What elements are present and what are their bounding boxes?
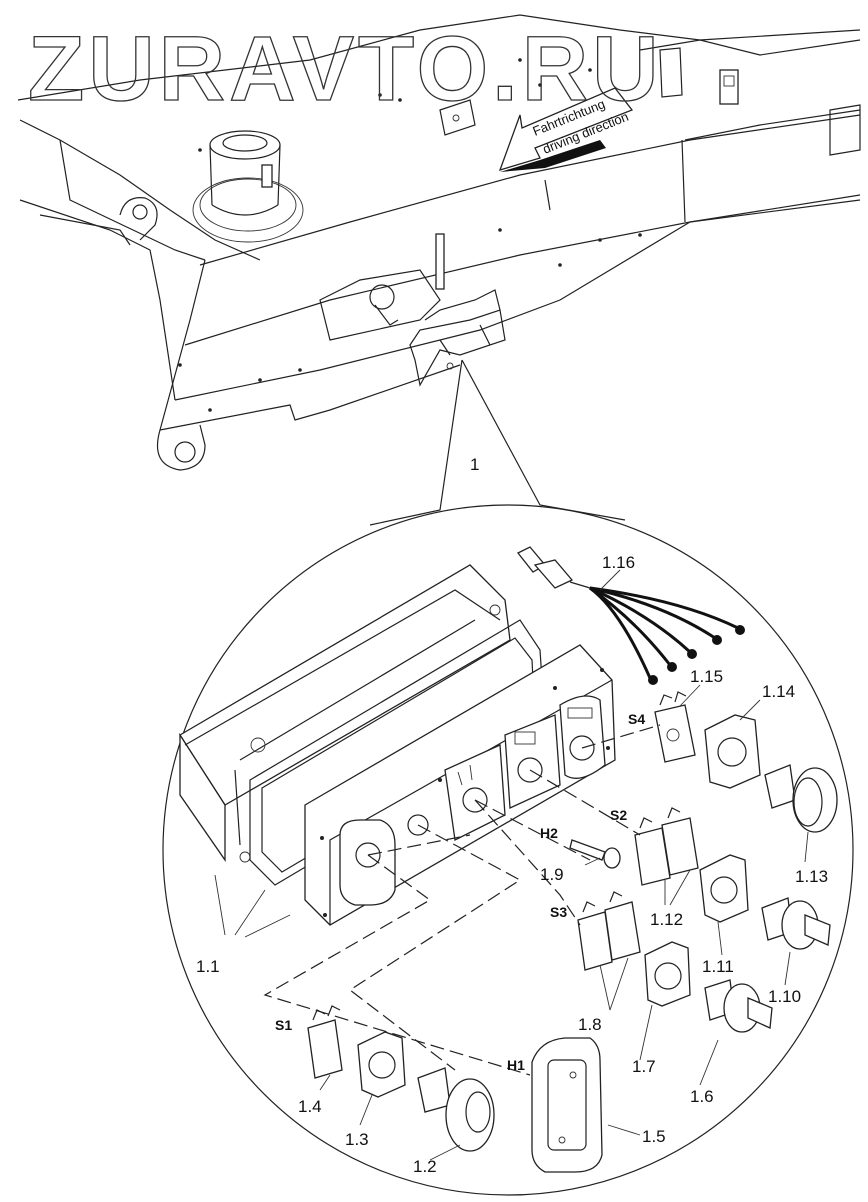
watermark-text: ZURAVTO.RU bbox=[28, 18, 663, 120]
designator-h1: H1 bbox=[507, 1057, 525, 1073]
callout-1-16: 1.16 bbox=[602, 553, 635, 572]
assembly-callout: 1 bbox=[369, 359, 626, 526]
selector-switch-1-6 bbox=[704, 979, 773, 1033]
callout-1-2: 1.2 bbox=[413, 1157, 437, 1176]
callout-1-12: 1.12 bbox=[650, 910, 683, 929]
callout-1-4: 1.4 bbox=[298, 1097, 322, 1116]
contact-block-s4 bbox=[654, 691, 696, 763]
lamp-h2 bbox=[569, 839, 621, 869]
callout-labels: 1.16 1.15 1.14 1.13 1.12 1.11 1.10 1.9 1… bbox=[196, 553, 828, 1176]
callout-1-3: 1.3 bbox=[345, 1130, 369, 1149]
front-panel bbox=[304, 644, 616, 926]
selector-switch-1-10 bbox=[761, 897, 831, 950]
holder-1-7 bbox=[644, 941, 691, 1007]
callout-1-6: 1.6 bbox=[690, 1087, 714, 1106]
callout-1-13: 1.13 bbox=[795, 867, 828, 886]
designator-s2: S2 bbox=[610, 807, 627, 823]
callout-1: 1 bbox=[470, 455, 479, 474]
designator-h2: H2 bbox=[540, 825, 558, 841]
contact-block-s2 bbox=[634, 807, 699, 886]
lamp-h1 bbox=[531, 1037, 603, 1173]
callout-1-7: 1.7 bbox=[632, 1057, 656, 1076]
designator-s4: S4 bbox=[628, 711, 645, 727]
carrier-frame-drawing bbox=[17, 14, 861, 471]
callout-1-5: 1.5 bbox=[642, 1127, 666, 1146]
holder-1-11 bbox=[699, 854, 749, 923]
driving-direction-arrow: Fahrtrichtung driving direction bbox=[498, 87, 634, 172]
mushroom-button-1-2 bbox=[417, 1067, 495, 1152]
holder-1-14 bbox=[704, 714, 761, 789]
callout-1-9: 1.9 bbox=[540, 865, 564, 884]
mushroom-button-1-13 bbox=[764, 764, 838, 833]
callout-1-8: 1.8 bbox=[578, 1015, 602, 1034]
housing-box bbox=[179, 564, 511, 863]
callout-1-11: 1.11 bbox=[702, 957, 734, 976]
holder-1-3 bbox=[357, 1031, 406, 1098]
leader-lines bbox=[214, 569, 809, 1161]
callout-1-14: 1.14 bbox=[762, 682, 795, 701]
detail-circle bbox=[162, 504, 854, 1196]
designator-s3: S3 bbox=[550, 904, 567, 920]
callout-1-15: 1.15 bbox=[690, 667, 723, 686]
cable-harness bbox=[516, 546, 745, 685]
designator-s1: S1 bbox=[275, 1017, 292, 1033]
contact-block-s1 bbox=[307, 1005, 343, 1079]
callout-1-1: 1.1 bbox=[196, 957, 220, 976]
designator-labels: S4 S2 H2 S3 S1 H1 bbox=[275, 711, 645, 1073]
contact-block-s3 bbox=[577, 891, 641, 971]
assembly-lines bbox=[263, 724, 661, 1076]
callout-1-10: 1.10 bbox=[768, 987, 801, 1006]
